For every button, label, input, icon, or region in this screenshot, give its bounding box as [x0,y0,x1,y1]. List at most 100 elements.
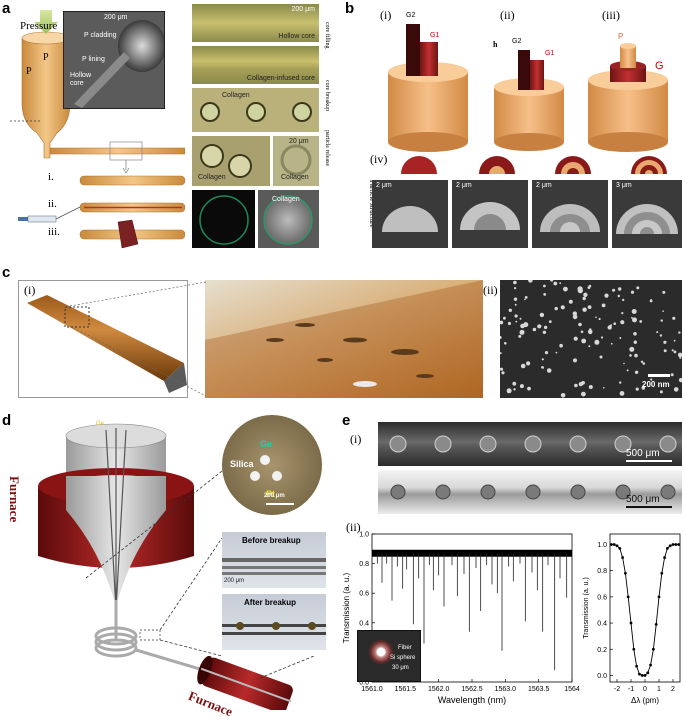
dip-point [626,595,630,599]
x-tick-label: 1561.0 [361,686,383,693]
nanoparticle [650,378,653,381]
nanoparticle [610,324,613,327]
nanoparticle [632,317,637,323]
before-wire [222,566,326,569]
after-sphere-3 [308,622,316,630]
nanoparticle [539,325,542,327]
y-tick-label: 0.6 [359,591,369,598]
sem-particle-2: 2 μm [452,180,528,248]
nanoparticle [604,293,609,298]
before-breakup-label: Before breakup [242,536,301,545]
g2-label-ii: G2 [512,38,522,45]
x-tick-label: 1564 [564,686,580,693]
nanoparticle [519,317,522,320]
nanoparticle [642,362,646,365]
x-tick-label: -2 [614,686,620,693]
p-top-label: P [43,52,49,63]
nanoparticle [672,316,676,320]
nanoparticle [660,319,663,322]
dip-point [671,543,675,546]
nanoparticle [543,325,548,330]
dip-point [674,543,678,546]
step-iii: iii. [48,226,60,238]
dip-point [660,571,664,575]
p-label-iii: P [618,32,624,41]
pt-label: Pt [266,489,275,499]
sub-b-i: (i) [380,8,392,22]
dip-point [632,647,636,651]
nanoparticle [500,352,502,355]
si-sphere-bottom [525,484,541,500]
nanoparticle [507,321,511,326]
sem-scale-4: 3 μm [616,182,632,189]
y-tick-label: 0.0 [359,680,369,687]
nanoparticle [679,356,682,359]
nanoparticle [580,330,584,334]
nanoparticle [513,280,517,285]
nanoparticle [635,387,639,391]
nanoparticle [501,371,505,375]
si-sphere-top [434,435,452,453]
nanoparticle [639,320,643,323]
sub-e-ii: (ii) [346,520,361,534]
nanoparticle [581,338,587,344]
x-tick-label: 1563.0 [495,686,517,693]
si-sphere-top [569,435,587,453]
pt-wire-1 [250,471,260,481]
inset-size-label: 30 μm [392,665,409,671]
nanoparticle [633,340,637,344]
nanoparticle [634,370,639,374]
micro-particle-release: Collagen [192,136,270,186]
nanoparticle [671,349,674,352]
nanoparticle [662,310,664,312]
y-tick-label: 0.2 [597,647,607,654]
particle-schematics [401,156,667,174]
nanoparticle [617,294,620,298]
nanoparticle [678,331,681,334]
nanoparticle [554,306,558,311]
nanoparticle [612,288,616,292]
nanoparticle [523,322,529,328]
micro-hollow-label: Hollow core [278,33,315,40]
nanoparticle [589,328,592,331]
dip-point [643,674,647,677]
nanoparticle [563,286,568,292]
nanoparticle [673,339,676,342]
y-tick-label: 0.4 [359,620,369,627]
g1-label-i: G1 [430,32,440,39]
sem-nanoparticles: 200 nm [500,280,682,398]
nanoparticle [550,280,554,282]
panel-label-b: b [345,0,355,17]
micro-hollow-core: 200 μm Hollow core [192,4,319,42]
nanoparticle [581,391,586,397]
nanoparticle [503,316,506,320]
ge-core [260,455,270,465]
nanoparticle [568,299,573,304]
x-tick-label: 1 [657,686,661,693]
nanoparticle [578,382,583,387]
spectrum-noise-band [372,549,572,557]
ge-label: Ge [260,439,273,449]
sem-scale-1: 2 μm [376,182,392,189]
y-tick-label: 0.8 [597,568,607,575]
nanoparticle [560,305,565,310]
nanoparticle [513,297,518,301]
nanoparticle [573,336,578,341]
nanoparticle [610,342,613,345]
nanoparticle [528,280,533,283]
nanoparticle [527,386,531,391]
inset-scale: 200 μm [104,14,128,21]
nanoparticle [506,388,512,394]
nanoparticle [532,327,537,332]
nanoparticle [500,367,504,371]
pressure-label: Pressure [20,20,58,32]
x-tick-label: 1561.5 [395,686,417,693]
nanoparticle [519,384,524,389]
nanoparticle [619,391,625,396]
micro-collagen-core-label: Collagen-infused core [246,75,315,82]
scale-e2: 500 μm [626,494,660,505]
step-i: i. [48,171,54,183]
nanoparticle [673,387,679,392]
sub-b-ii: (ii) [500,8,515,22]
sub-e-i: (i) [350,432,362,446]
